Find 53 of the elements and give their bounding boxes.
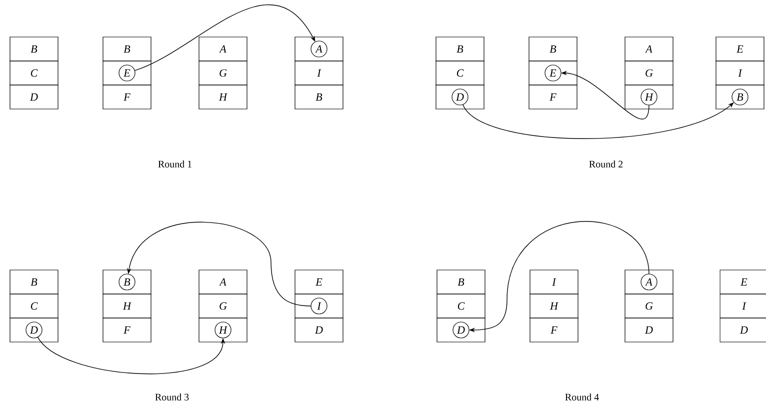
table-cell: B (436, 270, 486, 294)
table-cell: G (624, 60, 674, 86)
table-cell: I (294, 60, 344, 86)
table-cell: B (102, 36, 152, 62)
table-cell: D (436, 84, 484, 110)
table-cell: A (294, 36, 344, 62)
table-cell: I (530, 270, 578, 294)
table-cell: E (102, 60, 152, 86)
table-cell: H (198, 318, 248, 342)
table-cell: E (720, 270, 766, 294)
table-cell: F (102, 318, 152, 342)
table-cell: E (716, 36, 764, 62)
table-cell: A (198, 270, 248, 294)
table-cell: B (102, 270, 152, 294)
table-cell: F (102, 84, 152, 110)
table-cell: D (10, 318, 58, 342)
table-cell: I (720, 294, 766, 318)
table-cell: G (198, 294, 248, 318)
table-cell: B (294, 84, 344, 110)
table-cell: B (716, 84, 764, 110)
table-cell: B (10, 36, 58, 62)
table-cell: D (294, 318, 344, 342)
table-cell: F (528, 84, 578, 110)
table-cell: A (624, 36, 674, 62)
table-cell: G (198, 60, 248, 86)
table-cell: A (624, 270, 674, 294)
table-cell: H (102, 294, 152, 318)
table-cell: D (436, 318, 486, 342)
table-cell: D (624, 318, 674, 342)
table-cell: C (436, 60, 484, 86)
arrow (134, 4, 316, 71)
table-cell: E (528, 60, 578, 86)
round-caption: Round 4 (565, 393, 599, 400)
table-cell: B (528, 36, 578, 62)
table-cell: B (10, 270, 58, 294)
table-cell: C (10, 294, 58, 318)
table-cell: F (530, 318, 578, 342)
round-caption: Round 1 (158, 160, 192, 168)
round-caption: Round 2 (589, 160, 623, 168)
table-cell: H (530, 294, 578, 318)
table-cell: I (294, 294, 344, 318)
table-cell: D (720, 318, 766, 342)
table-cell: H (624, 84, 674, 110)
table-cell: D (10, 84, 58, 110)
table-cell: B (436, 36, 484, 62)
table-cell: A (198, 36, 248, 62)
table-cell: C (10, 60, 58, 86)
round-caption: Round 3 (155, 393, 189, 400)
table-cell: H (198, 84, 248, 110)
table-cell: C (436, 294, 486, 318)
table-cell: I (716, 60, 764, 86)
table-cell: G (624, 294, 674, 318)
table-cell: E (294, 270, 344, 294)
